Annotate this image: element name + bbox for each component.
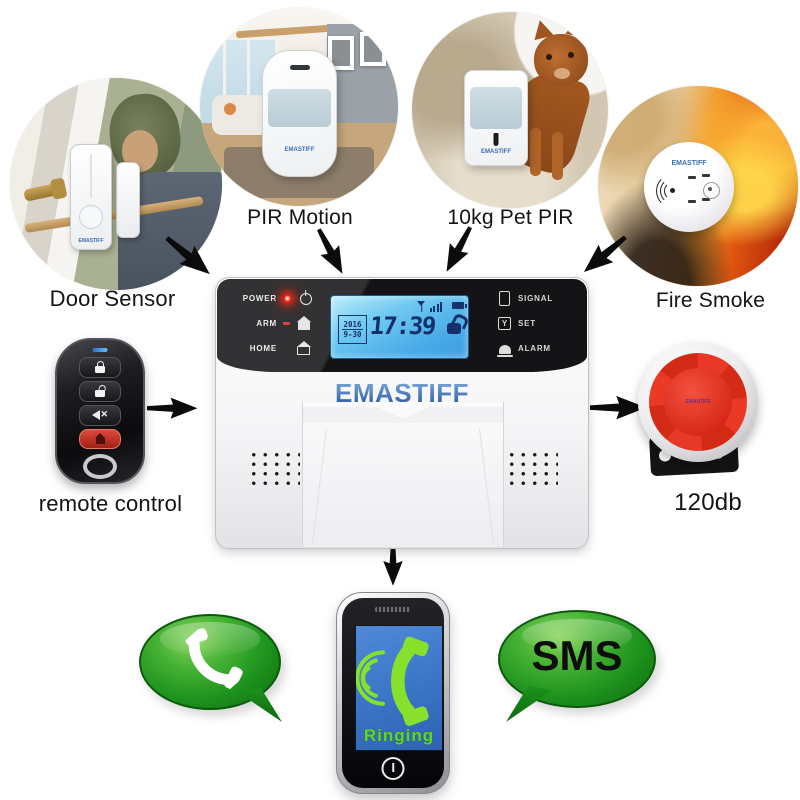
pet-pir-led [493,133,499,146]
power-indicator-row: POWER [237,288,313,309]
home-indicator-row: HOME [237,338,313,359]
remote-led [92,348,108,352]
siren-horn: EMASTIFF [638,342,758,462]
door-sensor-photo: EMASTIFF [10,78,222,290]
smoke-detector-test-button [703,182,720,199]
remote-control-keyfob [55,338,145,484]
home-label: HOME [249,344,277,353]
lcd-date: 2016 9-30 [338,315,367,344]
alarm-indicator-row: ALARM [496,338,553,359]
unlock-icon [447,323,461,334]
arrow-remote-to-panel [147,396,199,420]
right-speaker-grille [504,448,558,490]
door-sensor-device: EMASTIFF [70,144,112,250]
wired-siren: EMASTIFF [632,338,782,477]
alarm-control-panel: POWER ARM HOME [215,277,589,549]
arrow-door-to-panel [158,228,220,286]
pet-pir-lens [470,87,522,129]
picture-frame [360,31,387,66]
call-speech-bubble [139,614,281,710]
ringing-status-text: Ringing [363,726,435,745]
lcd-display: 2016 9-30 17:39 [330,295,469,359]
ringing-handset-icon [356,636,429,726]
remote-mute-button [79,405,121,426]
pet-pir-photo: EMASTIFF [412,12,608,208]
arrow-fire-to-panel [574,227,634,283]
pir-lens [268,89,331,127]
power-label: POWER [242,294,277,303]
pir-motion-label: PIR Motion [247,206,353,229]
smoke-detector-device: EMASTIFF [644,142,734,232]
siren-db-label: 120db [674,489,742,516]
pet-pir-label: 10kg Pet PIR [447,206,574,229]
unlock-icon [95,390,105,397]
signal-label: SIGNAL [518,294,554,303]
door-sensor-label: Door Sensor [49,286,176,311]
home-arm-icon [94,433,105,444]
signal-status-icon [499,291,510,306]
home-house-icon [297,341,311,355]
remote-disarm-button [79,381,121,402]
signal-indicator-row: SIGNAL [497,288,553,309]
left-speaker-grille [246,448,300,490]
fire-smoke-photo: EMASTIFF [598,86,798,286]
arrow-panel-to-siren [590,394,648,421]
mute-speaker-icon [92,409,108,421]
power-led [283,294,292,303]
lock-icon [95,361,105,373]
keyring-hole [83,454,117,479]
arm-led [283,322,290,325]
pir-ir-slot [289,65,310,70]
phone-screen: Ringing [355,625,443,751]
pet-pir-brand: EMASTIFF [481,149,511,155]
remote-arm-button [79,357,121,378]
phone-earpiece-speaker [375,607,411,612]
arm-label: ARM [256,319,277,328]
arm-house-icon [296,316,311,330]
sms-text: SMS [531,632,623,679]
gsm-signal-icon [417,301,442,312]
alarm-label: ALARM [518,344,551,353]
set-label: SET [518,319,536,328]
lcd-year: 2016 [342,319,363,330]
speaker-waves-icon [656,174,684,208]
keypad-flip-cover [302,402,504,547]
phone-power-button [381,757,405,780]
lcd-time: 17:39 [368,312,436,340]
pir-device-brand: EMASTIFF [284,147,315,153]
smoke-detector-brand: EMASTIFF [671,160,707,167]
door-sensor-button [79,205,103,229]
siren-brand: EMASTIFF [685,399,711,405]
pet-pir-device: EMASTIFF [464,70,528,166]
power-icon [299,292,312,305]
arm-indicator-row: ARM [237,313,313,334]
remote-sos-button [79,429,121,449]
lcd-day: 9-30 [343,330,362,339]
alarm-bell-icon [496,345,513,357]
remote-control-label: remote control [38,491,183,516]
arrow-pet-to-panel [435,222,481,279]
door-sensor-brand: EMASTIFF [78,238,104,244]
sms-speech-bubble: SMS [498,610,656,708]
set-tool-icon [498,317,511,330]
smartphone: Ringing [336,592,450,794]
door-sensor-slit [90,154,92,198]
pir-motion-device: EMASTIFF [262,50,337,177]
panel-header: POWER ARM HOME [217,279,587,372]
call-bubble-tail [238,688,282,722]
arrow-pir-to-panel [308,224,354,281]
arrow-panel-to-phone [382,539,405,587]
phone-bezel: Ringing [342,598,444,788]
door-sensor-magnet [116,162,140,238]
set-indicator-row: SET [497,313,553,334]
battery-icon [452,302,467,309]
pir-motion-photo: EMASTIFF [200,8,398,206]
fire-smoke-label: Fire Smoke [655,289,766,312]
